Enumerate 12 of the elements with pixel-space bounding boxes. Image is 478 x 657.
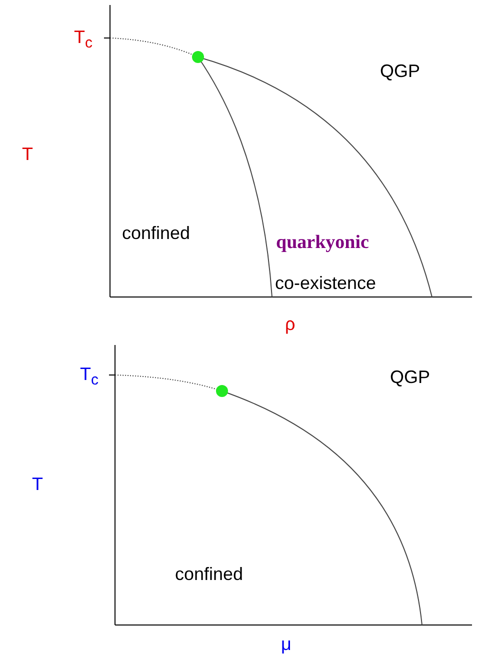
axis-title: T [22, 145, 33, 163]
axis-title: μ [281, 635, 292, 653]
axis-tick-label: T$_{c}$ [80, 365, 98, 388]
axis-title: ρ [285, 315, 296, 333]
region-label: confined [122, 224, 190, 242]
region-label: quarkyonic [276, 233, 369, 252]
region-label: co-existence [275, 274, 376, 292]
axis-tick-label: T$_{c}$ [74, 28, 92, 51]
region-label: confined [175, 565, 244, 583]
region-label: QGP [390, 368, 430, 386]
axis-title: T [32, 475, 43, 493]
region-label: QGP [380, 62, 420, 80]
